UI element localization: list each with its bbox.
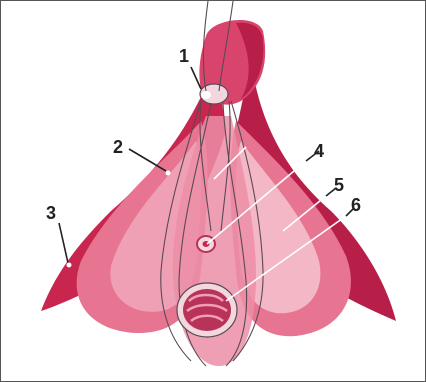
callout-5: 5 <box>334 175 344 195</box>
callout-4: 4 <box>314 141 324 161</box>
callout-1: 1 <box>179 46 189 66</box>
callout-2: 2 <box>113 137 123 157</box>
glans-tip <box>201 91 211 99</box>
callout-6: 6 <box>351 195 361 215</box>
callout-3: 3 <box>46 203 56 223</box>
